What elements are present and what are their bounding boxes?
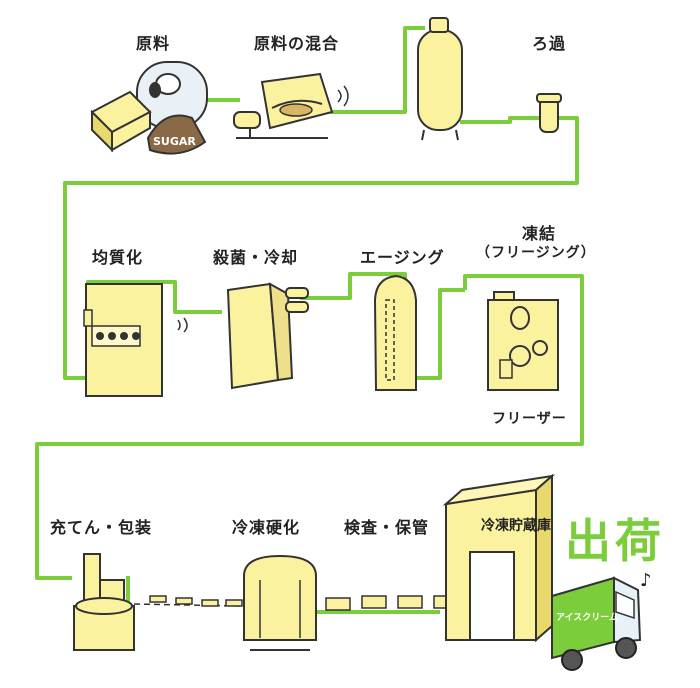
raw-material-illustration: SUGAR bbox=[90, 61, 208, 155]
filling-machine-illustration bbox=[73, 553, 135, 651]
step-freezing-sub: （フリージング） bbox=[476, 245, 596, 261]
tank-illustration bbox=[417, 17, 463, 141]
freezer-label: フリーザー bbox=[492, 411, 567, 427]
truck-illustration: アイスクリーム ♪ bbox=[551, 570, 652, 671]
freezer-illustration bbox=[487, 291, 559, 391]
filter-illustration bbox=[536, 93, 562, 133]
cold-storage-illustration: 冷凍貯蔵庫 bbox=[442, 473, 556, 643]
step-filtration: ろ過 bbox=[532, 34, 567, 53]
aging-tank-illustration bbox=[373, 274, 417, 391]
truck-label: アイスクリーム bbox=[556, 612, 618, 623]
hardening-tunnel-illustration bbox=[243, 554, 317, 651]
step-sterilize-cool: 殺菌・冷却 bbox=[213, 248, 299, 267]
step-mixing: 原料の混合 bbox=[254, 34, 340, 53]
packed-boxes-illustration bbox=[325, 595, 459, 611]
step-hardening: 冷凍硬化 bbox=[232, 518, 301, 537]
step-raw-material: 原料 bbox=[136, 34, 171, 53]
step-fill-pack: 充てん・包装 bbox=[50, 518, 153, 537]
homogenizer-illustration bbox=[83, 283, 188, 397]
conveyor-illustration bbox=[133, 595, 243, 607]
flow-line bbox=[35, 26, 584, 614]
cold-storage-label: 冷凍貯蔵庫 bbox=[481, 517, 551, 534]
step-freezing: 凍結 bbox=[522, 224, 557, 243]
mixing-machine-illustration bbox=[233, 72, 349, 139]
step-inspect-store: 検査・保管 bbox=[344, 518, 430, 537]
sterilizer-illustration bbox=[226, 282, 309, 390]
step-aging: エージング bbox=[360, 248, 445, 267]
sugar-bag-label: SUGAR bbox=[153, 135, 196, 148]
step-homogenize: 均質化 bbox=[92, 248, 144, 267]
step-shipping: 出荷 bbox=[565, 514, 665, 568]
music-note-icon: ♪ bbox=[640, 570, 652, 591]
